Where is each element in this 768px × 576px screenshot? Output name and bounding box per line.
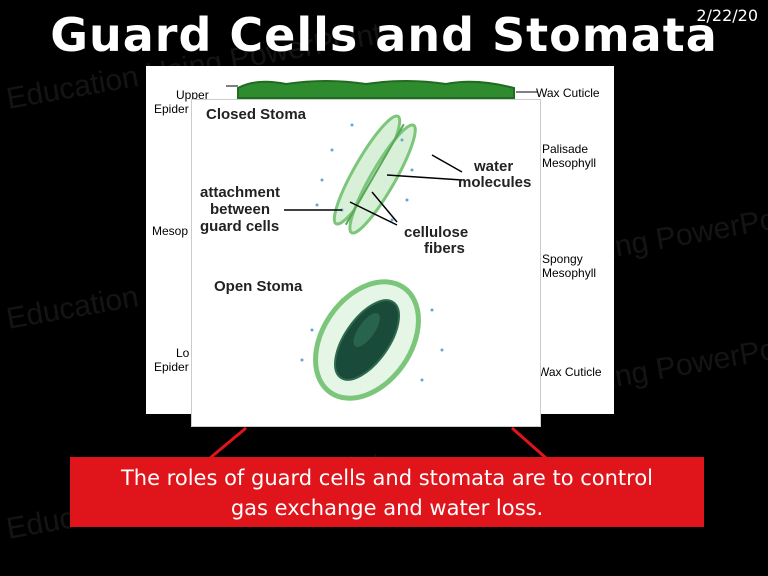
label-lo: Lo <box>176 346 190 360</box>
caption-line-1: The roles of guard cells and stomata are… <box>120 466 654 490</box>
label-water: water <box>474 158 514 175</box>
label-palisade: Palisade <box>542 142 589 156</box>
label-wax-cuticle-bottom: Wax Cuticle <box>538 365 602 379</box>
label-cellulose: cellulose <box>404 224 469 241</box>
label-epider-top: Epider <box>154 102 189 116</box>
stoma-diagram-image: Closed Stoma Open Stoma water molecules … <box>192 100 540 426</box>
slide-title: Guard Cells and Stomata <box>50 8 718 62</box>
label-mesophyll-2: Mesophyll <box>542 266 597 280</box>
stoma-drawing <box>284 114 463 401</box>
label-guard-cells: guard cells <box>200 218 280 235</box>
label-spongy: Spongy <box>542 252 583 266</box>
slide-date: 2/22/20 <box>696 6 758 25</box>
label-wax-cuticle-top: Wax Cuticle <box>536 86 600 100</box>
label-fibers: fibers <box>424 240 465 257</box>
label-closed-stoma: Closed Stoma <box>206 106 307 123</box>
label-molecules: molecules <box>458 174 532 191</box>
caption-box: The roles of guard cells and stomata are… <box>70 457 704 527</box>
label-open-stoma: Open Stoma <box>214 278 303 295</box>
caption-line-2: gas exchange and water loss. <box>230 496 544 520</box>
label-between: between <box>210 201 271 218</box>
label-epider-bottom: Epider <box>154 360 189 374</box>
label-mesop: Mesop <box>152 224 189 238</box>
label-upper: Upper <box>176 88 209 102</box>
label-mesophyll-1: Mesophyll <box>542 156 597 170</box>
label-attachment: attachment <box>200 184 281 201</box>
